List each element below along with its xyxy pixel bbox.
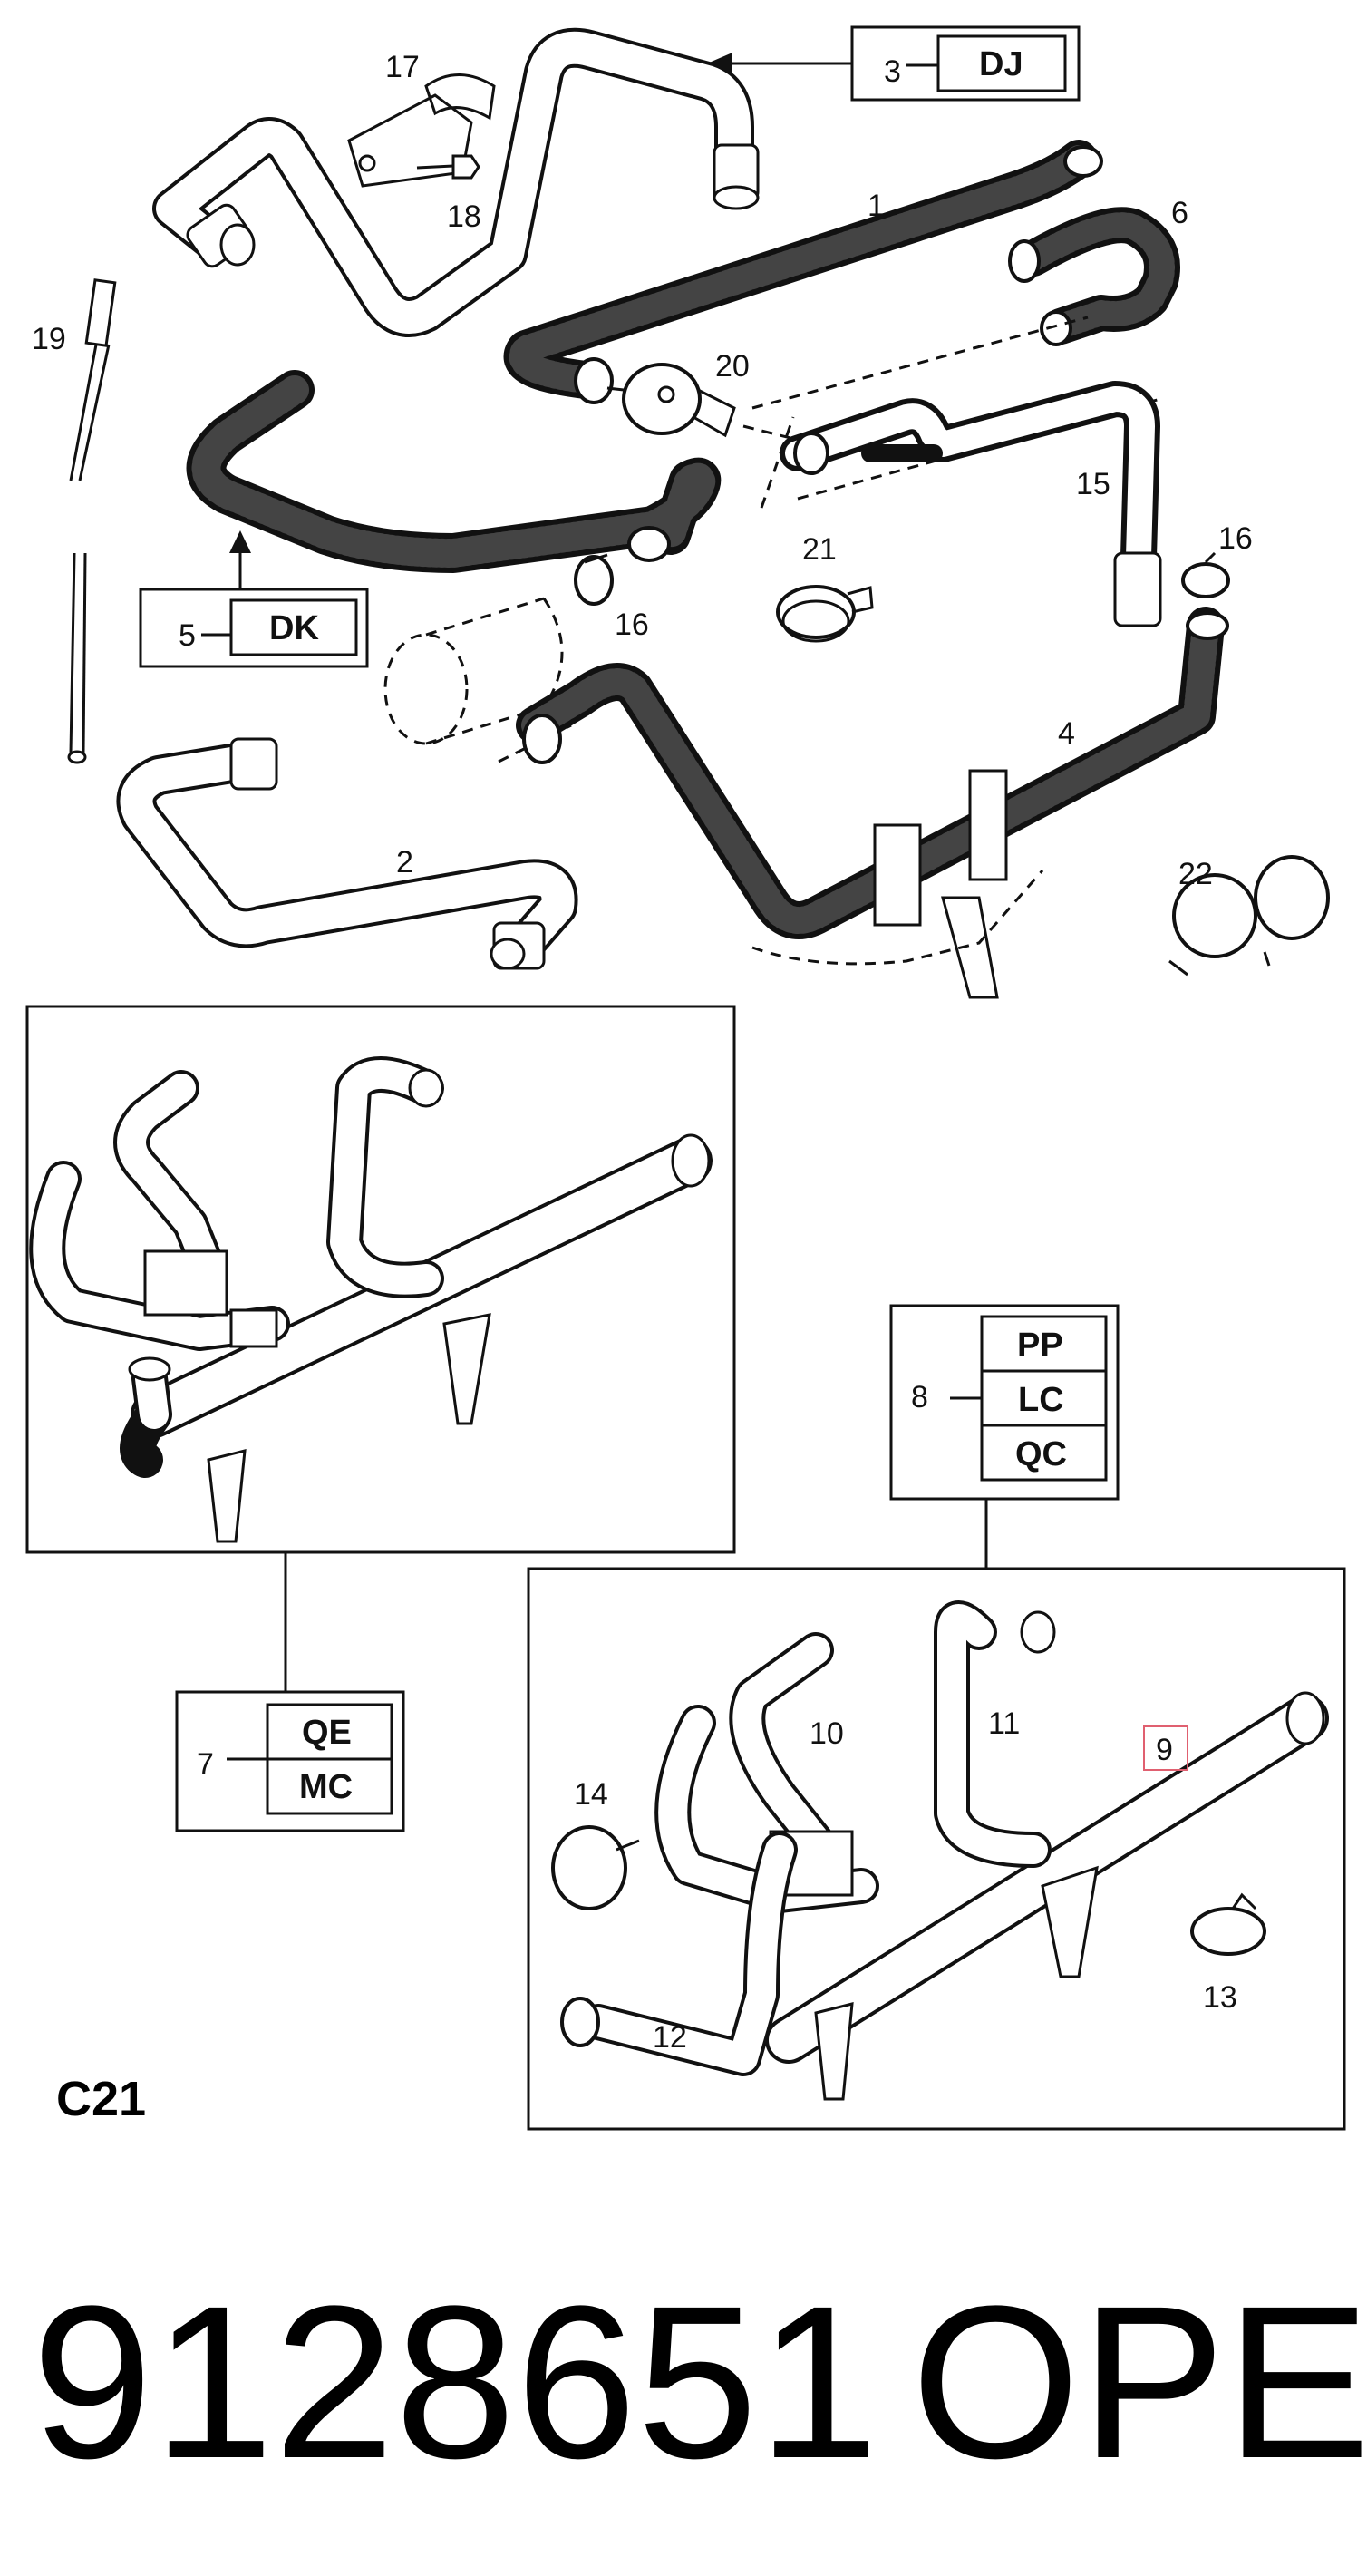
callout-11: 11: [988, 1706, 1020, 1741]
callout-18: 18: [447, 199, 481, 234]
hose-5[interactable]: [186, 370, 722, 573]
hose-6[interactable]: [1008, 207, 1180, 346]
callout-9: 9: [1156, 1733, 1173, 1767]
callout-19: 19: [32, 322, 66, 356]
callout-20: 20: [715, 349, 750, 384]
housing-connector: [751, 769, 1044, 999]
callout-16-left: 16: [615, 608, 649, 642]
clamp-16-left[interactable]: [574, 553, 614, 606]
hose-3[interactable]: [152, 27, 760, 337]
variant-frame-pp-lc-qc: [527, 1567, 1346, 2131]
hose-4[interactable]: [516, 607, 1229, 939]
callout-13: 13: [1203, 1980, 1237, 2015]
code-qe: QE: [302, 1714, 352, 1752]
callout-17: 17: [385, 50, 420, 84]
clamp-13[interactable]: [1190, 1892, 1266, 1956]
coolant-pipe-pp-lc-qc[interactable]: [560, 1600, 1329, 2101]
clamp-14[interactable]: [551, 1825, 640, 1910]
guide-line: [498, 316, 1161, 763]
code-lc: LC: [1018, 1381, 1064, 1419]
clamp-22[interactable]: [1168, 855, 1330, 977]
hose-15[interactable]: [780, 381, 1162, 627]
brand-name: OPEL: [911, 2260, 1367, 2503]
callout-8: 8: [911, 1380, 928, 1414]
callout-12: 12: [653, 2020, 687, 2055]
code-dj: DJ: [979, 45, 1023, 83]
valve-20[interactable]: [606, 363, 736, 438]
legend-3: [707, 25, 1081, 102]
callout-22: 22: [1178, 857, 1213, 891]
part-number: 9128651: [32, 2260, 878, 2503]
highlight-box-9: [1143, 1725, 1188, 1771]
callout-10: 10: [810, 1716, 844, 1751]
bracket-17[interactable]: [347, 73, 496, 188]
clamp-16-right[interactable]: [1181, 551, 1230, 598]
hose-1[interactable]: [503, 140, 1103, 404]
callout-6: 6: [1171, 196, 1188, 230]
variant-frame-qe-mc: [25, 1005, 736, 1554]
code-qc: QC: [1015, 1435, 1067, 1473]
callout-2: 2: [396, 845, 413, 880]
section-label: C21: [56, 2072, 146, 2126]
callout-4: 4: [1058, 716, 1075, 751]
clamp-21[interactable]: [776, 585, 874, 643]
legend-7: [175, 1690, 405, 1832]
callout-21: 21: [802, 532, 837, 567]
coolant-pipe-qe-mc[interactable]: [29, 1056, 713, 1543]
cable-tie-19[interactable]: [67, 278, 117, 764]
callout-16-right: 16: [1218, 521, 1253, 556]
code-dk: DK: [269, 609, 319, 647]
callout-5: 5: [179, 618, 196, 653]
hose-2[interactable]: [116, 737, 578, 970]
callout-14: 14: [574, 1777, 608, 1812]
callout-15: 15: [1076, 467, 1110, 501]
callout-1: 1: [868, 189, 885, 223]
code-mc: MC: [299, 1768, 353, 1806]
callout-7: 7: [197, 1747, 214, 1782]
bolt-18[interactable]: [416, 154, 480, 180]
code-pp: PP: [1017, 1327, 1063, 1365]
legend-5: [139, 530, 369, 668]
callout-3: 3: [884, 54, 901, 89]
legend-8: [889, 1304, 1120, 1501]
